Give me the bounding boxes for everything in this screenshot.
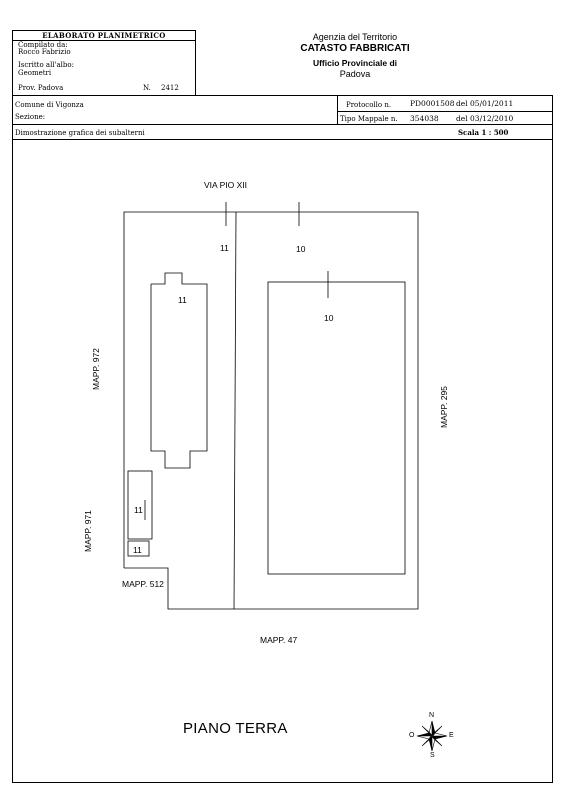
compilato-value: Rocco Fabrizio — [18, 48, 71, 56]
numero-label: N. — [143, 84, 151, 92]
tipo-mappale-date: del 03/12/2010 — [456, 114, 514, 123]
scale-text: Scala 1 : 500 — [458, 128, 509, 137]
numero-value: 2412 — [161, 84, 179, 92]
tipo-mappale-value: 354038 — [410, 114, 439, 123]
iscritto-value: Geometri — [18, 69, 52, 77]
document-title: ELABORATO PLANIMETRICO — [13, 31, 195, 41]
annex-sub11-a — [127, 470, 153, 540]
compass-west: O — [409, 732, 415, 739]
subalterno-divider — [233, 211, 237, 610]
agency-name: Agenzia del Territorio — [312, 32, 398, 42]
ufficio-city: Padova — [339, 69, 371, 79]
sub10-top-label: 10 — [296, 244, 306, 254]
floor-title: PIANO TERRA — [183, 720, 288, 737]
comune-text: Comune di Vigonza — [15, 101, 84, 109]
ufficio-label: Ufficio Provinciale di — [312, 58, 398, 68]
mapp-47-label: MAPP. 47 — [260, 635, 298, 645]
compass-east: E — [449, 732, 454, 739]
building-sub10 — [267, 281, 406, 575]
sezione-text: Sezione: — [15, 113, 46, 121]
mapp-512-label: MAPP. 512 — [122, 579, 164, 589]
compass-north: N — [429, 712, 435, 719]
info-divider-3 — [337, 111, 553, 112]
sub11-building-label: 11 — [178, 295, 187, 305]
dimostrazione-text: Dimostrazione grafica dei subalterni — [15, 129, 145, 137]
lot-boundary — [123, 211, 419, 610]
street-label: VIA PIO XII — [204, 180, 247, 190]
compass-south: S — [430, 752, 435, 759]
sub11-annex-label-1: 11 — [134, 505, 143, 515]
annex-sub11-b — [127, 540, 150, 557]
catasto-title: CATASTO FABBRICATI — [300, 43, 410, 54]
prov-label: Prov. Padova — [18, 84, 64, 92]
building-sub11 — [150, 272, 208, 469]
tipo-mappale-label: Tipo Mappale n. — [340, 115, 398, 123]
info-divider-1 — [12, 124, 553, 125]
compilato-label: Compilato da: — [18, 41, 68, 49]
protocollo-date: del 05/01/2011 — [456, 99, 514, 108]
info-vertical-divider — [337, 95, 338, 125]
sub11-annex-label-2: 11 — [133, 545, 142, 555]
protocollo-label: Protocollo n. — [346, 101, 392, 109]
sheet-frame — [12, 95, 553, 783]
sub11-top-label: 11 — [220, 243, 229, 253]
sub10-inner-label: 10 — [324, 313, 334, 323]
protocollo-value: PD0001508 — [410, 99, 455, 108]
info-divider-2 — [12, 139, 553, 140]
iscritto-label: Iscritto all'albo: — [18, 61, 74, 69]
